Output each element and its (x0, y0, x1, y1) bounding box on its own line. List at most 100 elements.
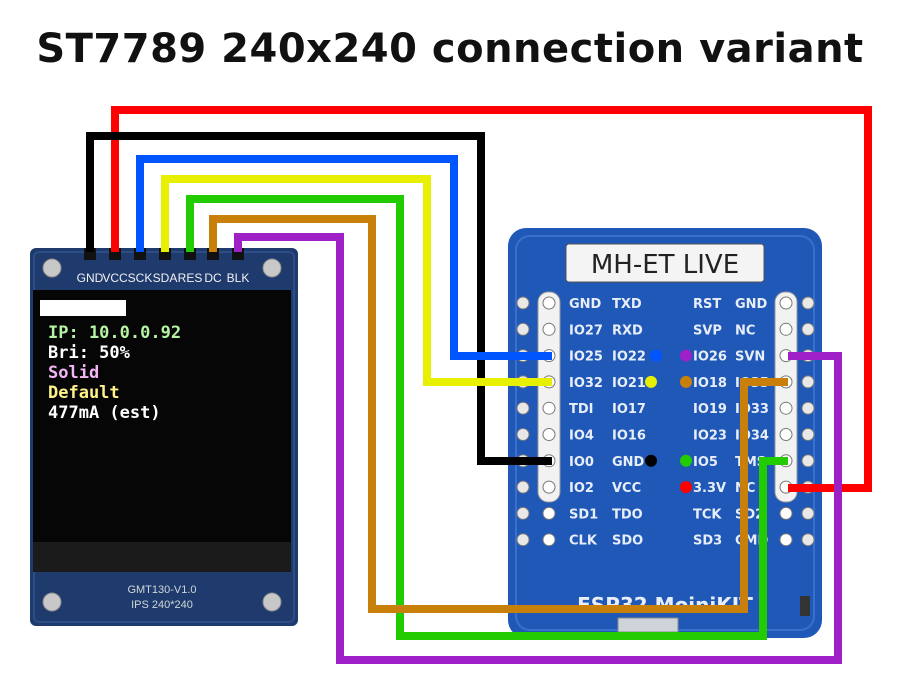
board-pin-label: IO4 (569, 429, 594, 444)
board-pin-label: RXD (612, 323, 643, 338)
reset-button (800, 596, 810, 616)
header-hole-icon (516, 322, 530, 336)
display-pin-label: DC (204, 271, 222, 285)
mount-hole-icon (42, 258, 62, 278)
pin-dot-icon (650, 349, 662, 362)
board-pin-label: CLK (569, 534, 598, 549)
header-pin-icon (542, 322, 556, 336)
board-pin-label: IO16 (612, 429, 646, 444)
lcd-line: IP: 10.0.0.92 (48, 323, 181, 343)
header-pin-icon (779, 506, 793, 520)
header-hole-icon (516, 296, 530, 310)
board-pin-label: GND (612, 455, 645, 470)
lcd-line: Default (48, 383, 120, 403)
board-pin-label: SD1 (569, 507, 598, 522)
pin-dot-icon (680, 481, 692, 494)
board-pin-label: GND (735, 297, 768, 312)
header-hole-icon (516, 428, 530, 441)
wire-sda (161, 175, 552, 386)
wire-sck (136, 155, 552, 360)
header-pin-icon (779, 401, 793, 415)
header-hole-icon (801, 296, 815, 310)
wire-res (186, 195, 788, 640)
screen-title-bar (40, 300, 126, 316)
diagram-title: ST7789 240x240 connection variant (36, 26, 864, 72)
display-pin-label: RES (178, 271, 203, 285)
header-hole-icon (801, 375, 815, 389)
mount-hole-icon (262, 592, 282, 612)
board-pin-label: IO27 (569, 323, 603, 338)
header-pin-icon (542, 401, 556, 415)
board-pin-label: NC (735, 323, 755, 338)
lcd-line: 477mA (est) (48, 403, 161, 423)
pin-dot-icon (645, 375, 657, 388)
mount-hole-icon (42, 592, 62, 612)
usb-connector (617, 617, 679, 633)
board-name: MH-ET LIVE (591, 250, 739, 280)
board-pin-label: IO26 (693, 350, 727, 365)
header-pin-icon (779, 533, 793, 547)
pin-dot-icon (680, 349, 692, 362)
board-pin-label: IO19 (693, 402, 727, 417)
mount-hole-icon (262, 258, 282, 278)
header-hole-icon (516, 506, 530, 520)
board-pin-label: IO25 (569, 350, 603, 365)
board-pin-label: RST (693, 297, 721, 312)
header-pin-icon (542, 296, 556, 310)
module-label: GMT130-V1.0 (127, 584, 196, 596)
pin-dot-icon (680, 375, 692, 388)
board-pin-label: GND (569, 297, 602, 312)
board-pin-label: IO18 (693, 376, 727, 391)
header-pin-icon (779, 322, 793, 336)
board-pin-label: IO23 (693, 429, 727, 444)
board-pin-label: SDO (612, 534, 643, 549)
header-hole-icon (801, 401, 815, 415)
board-pin-label: IO2 (569, 481, 594, 496)
board-pin-label: VCC (612, 481, 641, 496)
display-pin-label: SCK (128, 271, 153, 285)
header-pin-icon (779, 296, 793, 310)
lcd-flex-edge (33, 542, 291, 572)
board-pin-label: SVP (693, 323, 722, 338)
board-pin-label: TCK (693, 507, 722, 522)
board-pin-label: IO0 (569, 455, 594, 470)
board-pin-label: SVN (735, 350, 765, 365)
header-hole-icon (801, 428, 815, 441)
display-pin-label: BLK (227, 271, 250, 285)
pin-dot-icon (680, 454, 692, 467)
header-hole-icon (516, 533, 530, 547)
header-hole-icon (801, 322, 815, 336)
header-pin-icon (542, 480, 556, 494)
board-pin-label: TDI (569, 402, 594, 417)
header-pin-icon (779, 428, 793, 441)
lcd-line: Solid (48, 363, 99, 383)
board-pin-label: IO21 (612, 376, 646, 391)
header-hole-icon (801, 506, 815, 520)
header-pin-icon (542, 506, 556, 520)
module-size-label: IPS 240*240 (131, 599, 193, 611)
wire-blk (234, 233, 842, 664)
display-pin-label: SDA (153, 271, 178, 285)
header-hole-icon (516, 480, 530, 494)
board-brand-label (565, 243, 765, 283)
wires (86, 106, 872, 664)
header-pin-icon (542, 428, 556, 441)
left-header-strip (537, 291, 561, 503)
board-pin-label: TXD (612, 297, 642, 312)
display-pin-label: GND (77, 271, 104, 285)
board-pin-label: 3.3V (693, 481, 726, 496)
board-pin-label: IO32 (569, 376, 603, 391)
right-header-strip (774, 291, 798, 503)
wire-gnd (86, 132, 552, 465)
board-pin-label: IO5 (693, 455, 718, 470)
board-pin-label: TDO (612, 507, 643, 522)
board-pin-label: IO22 (612, 350, 646, 365)
header-pin-icon (542, 533, 556, 547)
board-pin-label: SD3 (693, 534, 722, 549)
pin-color-dots (645, 349, 692, 494)
header-hole-icon (516, 401, 530, 415)
header-hole-icon (801, 533, 815, 547)
